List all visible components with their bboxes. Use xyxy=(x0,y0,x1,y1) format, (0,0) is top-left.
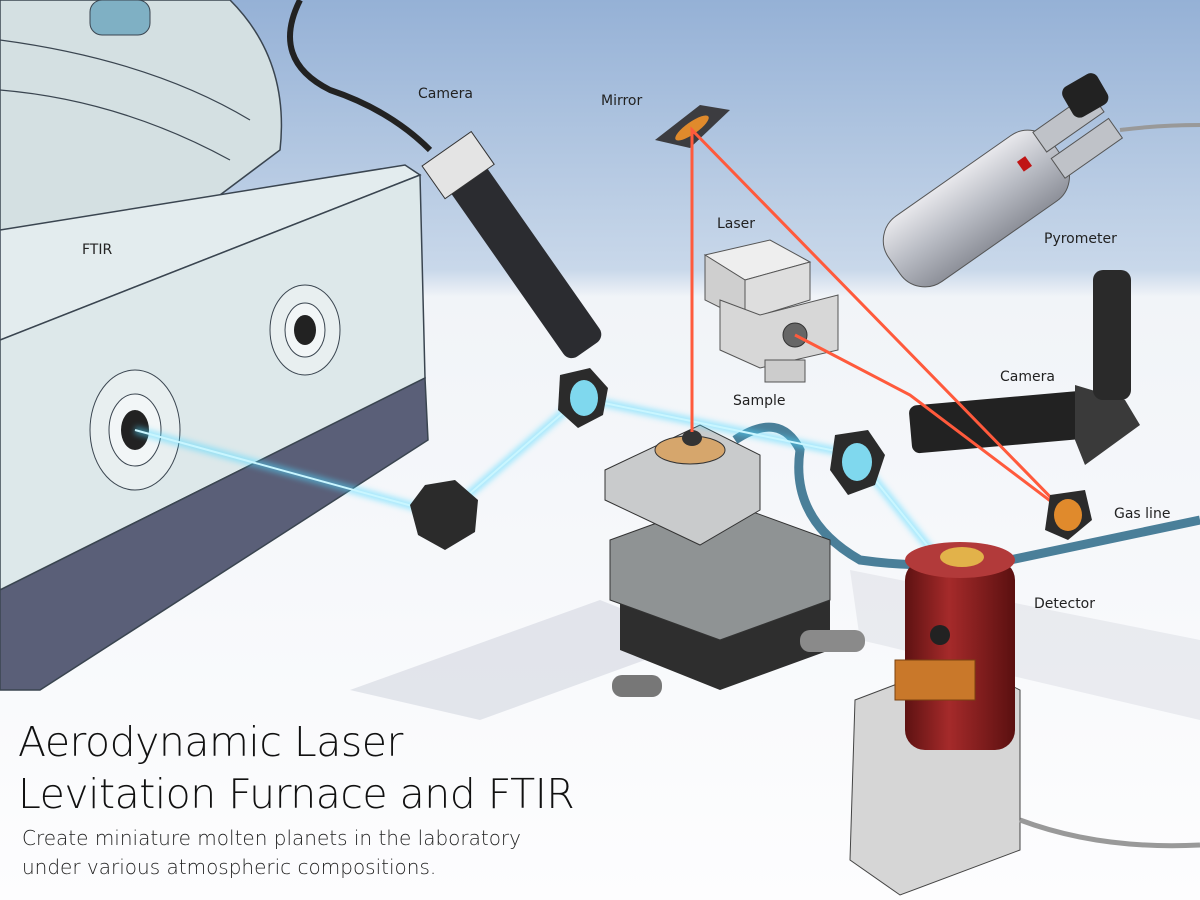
laser-unit xyxy=(703,239,839,383)
subtitle: Create miniature molten planets in the l… xyxy=(22,824,521,882)
subtitle-line: under various atmospheric compositions. xyxy=(22,855,437,879)
label-mirror: Mirror xyxy=(601,93,643,109)
label-ftir: FTIR xyxy=(82,242,113,258)
label-camera-top: Camera xyxy=(418,86,473,102)
label-laser: Laser xyxy=(717,216,756,232)
detector xyxy=(849,542,1200,896)
title-line: Aerodynamic Laser xyxy=(18,718,403,766)
label-camera-right: Camera xyxy=(1000,369,1055,385)
page-title: Aerodynamic Laser Levitation Furnace and… xyxy=(18,716,575,820)
label-pyrometer: Pyrometer xyxy=(1044,231,1117,247)
title-line: Levitation Furnace and FTIR xyxy=(18,770,575,818)
label-detector: Detector xyxy=(1034,596,1096,612)
camera-right xyxy=(909,270,1140,465)
sample-stage xyxy=(604,424,865,697)
laser-beam xyxy=(690,126,1067,514)
subtitle-line: Create miniature molten planets in the l… xyxy=(22,826,521,850)
optics xyxy=(410,368,1092,550)
shadow xyxy=(350,600,700,720)
label-gas-line: Gas line xyxy=(1114,506,1171,522)
camera-top xyxy=(287,0,602,359)
label-sample: Sample xyxy=(733,393,786,409)
pyrometer xyxy=(882,73,1200,288)
